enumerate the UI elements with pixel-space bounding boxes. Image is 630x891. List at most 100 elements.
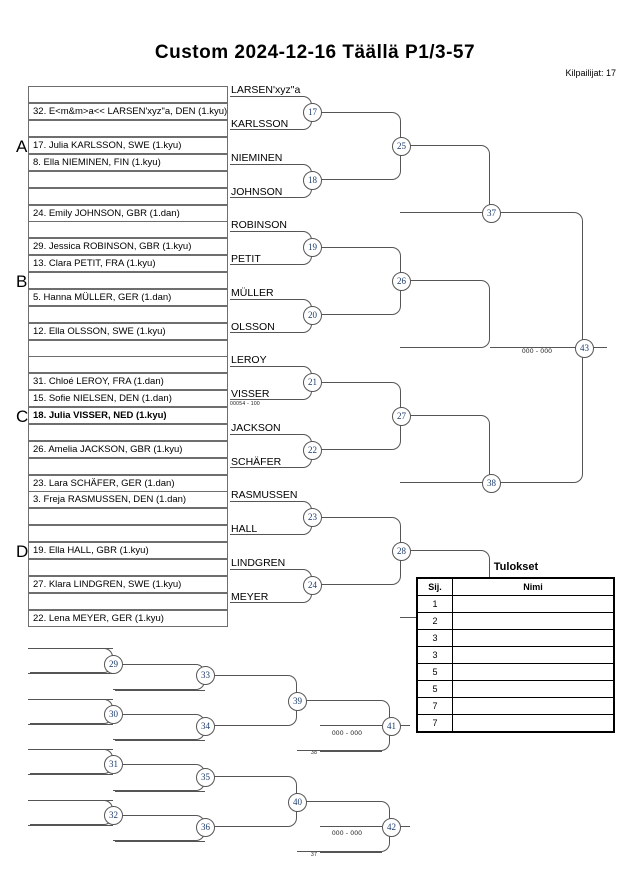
match-number[interactable]: 26 <box>392 272 411 291</box>
winner-name[interactable]: JOHNSON <box>231 186 283 198</box>
match-number[interactable]: 38 <box>482 474 501 493</box>
entrant-box[interactable] <box>28 137 228 154</box>
entrant-box[interactable] <box>28 559 228 576</box>
entrant-box[interactable] <box>28 323 228 340</box>
match-number[interactable]: 31 <box>104 755 123 774</box>
final-output-line <box>583 347 607 348</box>
match-number[interactable]: 19 <box>303 238 322 257</box>
entrant-box[interactable] <box>28 171 228 188</box>
results-rank-cell: 5 <box>416 663 453 681</box>
match-number[interactable]: 23 <box>303 508 322 527</box>
entrant-box[interactable] <box>28 272 228 289</box>
semifinal-connector <box>400 415 490 483</box>
results-name-cell[interactable] <box>452 663 615 681</box>
results-name-cell[interactable] <box>452 697 615 715</box>
entrant-box[interactable] <box>28 340 228 357</box>
match-number[interactable]: 42 <box>382 818 401 837</box>
entrant-label <box>30 340 33 357</box>
match-number[interactable]: 17 <box>303 103 322 122</box>
entrant-box[interactable] <box>28 356 228 373</box>
entrant-box[interactable] <box>28 289 228 306</box>
match-score: 37 <box>311 852 318 858</box>
entrant-box[interactable] <box>28 188 228 205</box>
winner-name[interactable]: OLSSON <box>231 321 275 333</box>
match-number[interactable]: 34 <box>196 717 215 736</box>
entrant-box[interactable] <box>28 508 228 525</box>
entrant-box[interactable] <box>28 154 228 171</box>
entrant-box[interactable] <box>28 542 228 559</box>
winner-name[interactable]: ROBINSON <box>231 219 288 231</box>
winner-name[interactable]: KARLSSON <box>231 118 289 130</box>
entrant-box[interactable] <box>28 576 228 593</box>
entrant-box[interactable] <box>28 441 228 458</box>
match-number[interactable]: 21 <box>303 373 322 392</box>
match-number[interactable]: 36 <box>196 818 215 837</box>
match-number[interactable]: 27 <box>392 407 411 426</box>
match-number[interactable]: 20 <box>303 306 322 325</box>
match-number[interactable]: 25 <box>392 137 411 156</box>
entrant-box[interactable] <box>28 373 228 390</box>
winner-name[interactable]: LINDGREN <box>231 557 286 569</box>
results-rank-cell: 7 <box>416 697 453 715</box>
winner-name[interactable]: JACKSON <box>231 422 281 434</box>
repechage-bottom-line <box>320 751 382 752</box>
match-number[interactable]: 35 <box>196 768 215 787</box>
entrant-box[interactable] <box>28 593 228 610</box>
round2-connector <box>311 382 401 450</box>
results-name-cell[interactable] <box>452 629 615 647</box>
results-name-cell[interactable] <box>452 680 615 698</box>
entrant-box[interactable] <box>28 306 228 323</box>
results-name-cell[interactable] <box>452 714 615 733</box>
entrant-box[interactable] <box>28 221 228 238</box>
results-rank-cell: 1 <box>416 595 453 613</box>
entrant-box[interactable] <box>28 255 228 272</box>
entrant-box[interactable] <box>28 238 228 255</box>
winner-name[interactable]: RASMUSSEN <box>231 489 298 501</box>
entrant-box[interactable] <box>28 407 228 424</box>
winner-name[interactable]: MEYER <box>231 591 269 603</box>
entrant-box[interactable] <box>28 390 228 407</box>
entrant-box[interactable] <box>28 610 228 627</box>
match-number[interactable]: 37 <box>482 204 501 223</box>
match-number[interactable]: 28 <box>392 542 411 561</box>
match-number[interactable]: 32 <box>104 806 123 825</box>
entrant-label: 5. Hanna MÜLLER, GER (1.dan) <box>33 292 172 303</box>
entrant-box[interactable] <box>28 424 228 441</box>
semifinal-connector <box>400 145 490 213</box>
results-name-cell[interactable] <box>452 612 615 630</box>
match-number[interactable]: 29 <box>104 655 123 674</box>
winner-name[interactable]: LEROY <box>231 354 267 366</box>
match-number[interactable]: 33 <box>196 666 215 685</box>
winner-name[interactable]: NIEMINEN <box>231 152 283 164</box>
repechage-r1-connector <box>30 800 113 825</box>
entrant-box[interactable] <box>28 120 228 137</box>
winner-name[interactable]: VISSER <box>231 388 270 400</box>
match-number[interactable]: 24 <box>303 576 322 595</box>
match-number[interactable]: 22 <box>303 441 322 460</box>
match-number[interactable]: 41 <box>382 717 401 736</box>
repechage-r2-connector <box>113 664 205 690</box>
match-score: 000 - 000 <box>522 348 553 355</box>
match-number[interactable]: 40 <box>288 793 307 812</box>
entrant-label: 3. Freja RASMUSSEN, DEN (1.dan) <box>33 494 187 505</box>
entrant-box[interactable] <box>28 458 228 475</box>
entrant-label <box>30 458 33 475</box>
match-number[interactable]: 30 <box>104 705 123 724</box>
match-number[interactable]: 18 <box>303 171 322 190</box>
match-number[interactable]: 39 <box>288 692 307 711</box>
results-name-cell[interactable] <box>452 646 615 664</box>
entrant-box[interactable] <box>28 491 228 508</box>
winner-name[interactable]: LARSEN'xyz"a <box>231 84 301 96</box>
results-row: 2 <box>416 612 615 630</box>
entrant-box[interactable] <box>28 86 228 103</box>
match-number[interactable]: 43 <box>575 339 594 358</box>
entrant-box[interactable] <box>28 525 228 542</box>
results-name-cell[interactable] <box>452 595 615 613</box>
entrant-label <box>30 424 33 441</box>
entrant-label: 24. Emily JOHNSON, GBR (1.dan) <box>33 208 180 219</box>
round1-connector <box>230 231 312 265</box>
results-row: 3 <box>416 646 615 664</box>
entrant-box[interactable] <box>28 103 228 120</box>
winner-name[interactable]: SCHÄFER <box>231 456 282 468</box>
winner-name[interactable]: MÜLLER <box>231 287 274 299</box>
